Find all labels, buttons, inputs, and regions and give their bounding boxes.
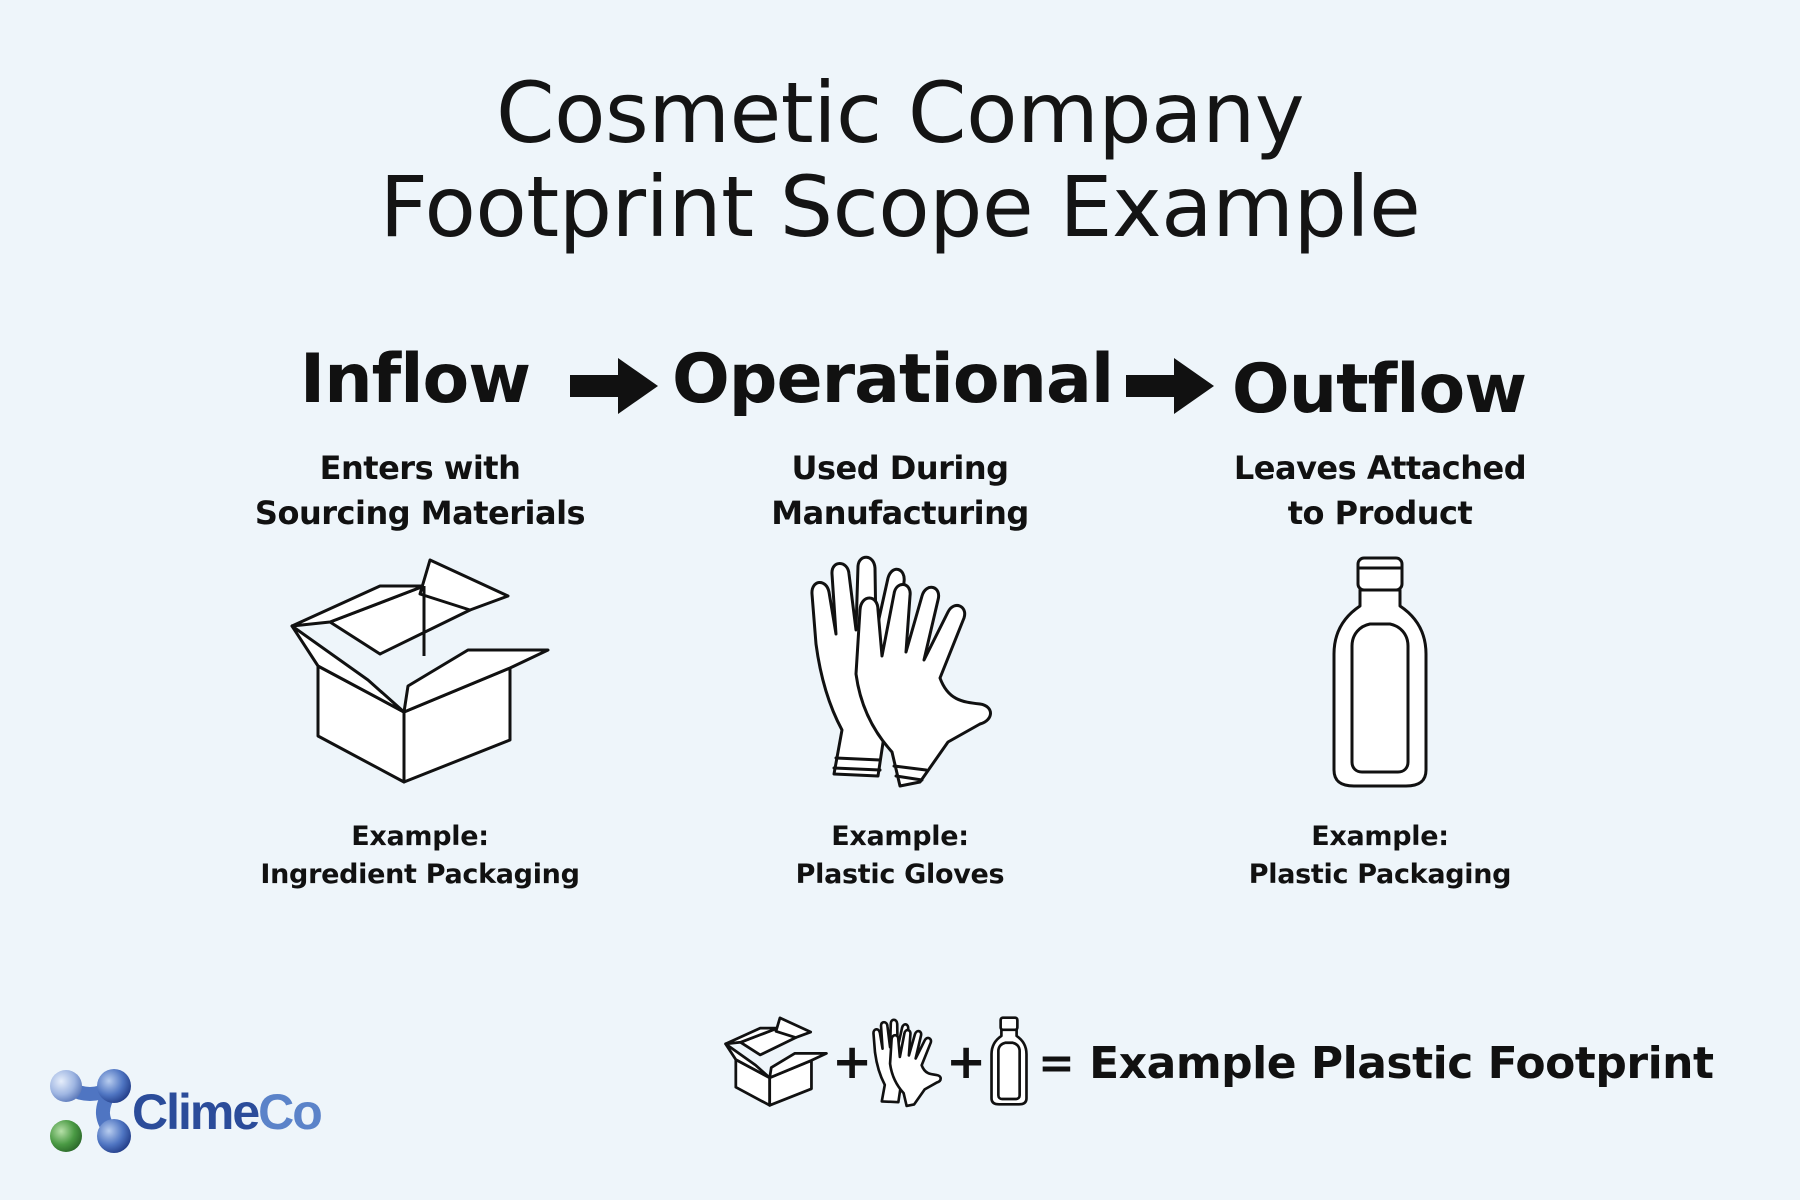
small-gloves-icon xyxy=(872,1018,942,1108)
climeco-logo-icon xyxy=(50,1069,131,1153)
arrow-right-icon xyxy=(570,358,658,414)
example-label: Example: xyxy=(1311,821,1449,852)
stage-description-inflow: Enters with Sourcing Materials xyxy=(220,446,620,536)
stage-description-operational: Used During Manufacturing xyxy=(700,446,1100,536)
example-value: Plastic Packaging xyxy=(1248,859,1512,890)
small-box-icon xyxy=(724,1016,828,1107)
example-value: Ingredient Packaging xyxy=(260,859,580,890)
stage-title-outflow: Outflow xyxy=(1231,350,1527,429)
page-title-line2: Footprint Scope Example xyxy=(379,158,1421,256)
description-line: Leaves Attached xyxy=(1233,449,1527,487)
logo-text-co: Co xyxy=(258,1084,323,1140)
description-line: Enters with xyxy=(319,449,521,487)
page-title-line1: Cosmetic Company xyxy=(495,64,1305,162)
plus-sign: + xyxy=(946,1034,987,1090)
example-label: Example: xyxy=(351,821,489,852)
description-line: Manufacturing xyxy=(771,494,1029,532)
example-value: Plastic Gloves xyxy=(795,859,1005,890)
example-label: Example: xyxy=(831,821,969,852)
equation-result-text: = Example Plastic Footprint xyxy=(1038,1038,1714,1089)
description-line: to Product xyxy=(1287,494,1473,532)
cardboard-box-icon xyxy=(290,558,550,784)
description-line: Sourcing Materials xyxy=(254,494,586,532)
logo-text-clime: Clime xyxy=(132,1084,260,1140)
gloves-icon xyxy=(810,555,992,788)
description-line: Used During xyxy=(791,449,1009,487)
stage-title-operational: Operational xyxy=(672,340,1114,419)
bottle-icon xyxy=(1332,556,1428,788)
stage-example-outflow: Example: Plastic Packaging xyxy=(1180,818,1580,894)
climeco-logo-text: ClimeCo xyxy=(132,1082,323,1142)
arrow-right-icon xyxy=(1126,358,1214,414)
plus-sign: + xyxy=(832,1034,873,1090)
stage-example-operational: Example: Plastic Gloves xyxy=(700,818,1100,894)
stage-description-outflow: Leaves Attached to Product xyxy=(1180,446,1580,536)
stage-title-inflow: Inflow xyxy=(299,340,531,419)
stage-example-inflow: Example: Ingredient Packaging xyxy=(220,818,620,894)
small-bottle-icon xyxy=(990,1016,1028,1106)
